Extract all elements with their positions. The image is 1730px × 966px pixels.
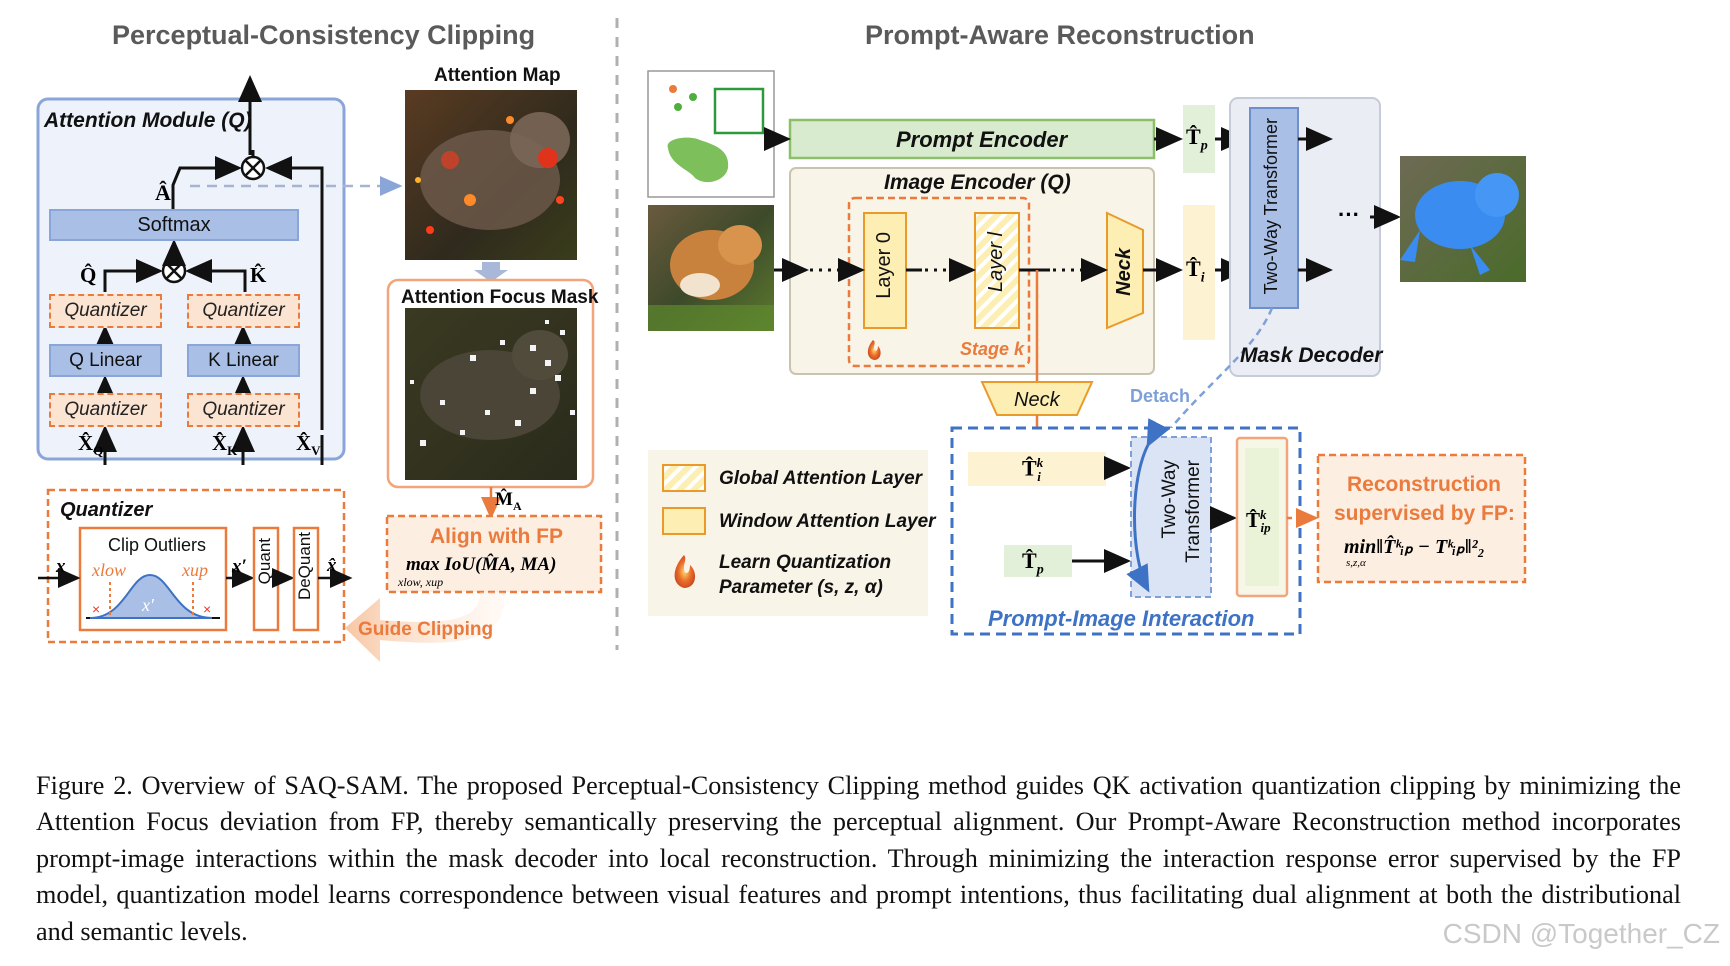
output-ellipsis: ··· <box>1338 202 1360 227</box>
watermark: CSDN @Together_CZ <box>1442 918 1720 949</box>
q-hat-label: Q̂ <box>80 263 97 287</box>
legend-global: Global Attention Layer <box>719 468 923 489</box>
x-up-label: xup <box>182 560 208 580</box>
clip-outliers-label: Clip Outliers <box>108 535 207 555</box>
dequant-block: DeQuant <box>295 532 314 601</box>
recon-subscript: s,z,α <box>1346 557 1366 569</box>
x-input-label: x <box>56 556 66 577</box>
quantizer-box-label: Quantizer <box>60 499 153 521</box>
left-panel-title: Perceptual-Consistency Clipping <box>112 20 536 50</box>
attention-map-label: Attention Map <box>434 65 561 86</box>
a-hat-label: Â <box>155 180 171 205</box>
recon-line1: Reconstruction <box>1347 473 1502 496</box>
q-linear-block: Q Linear <box>49 344 162 377</box>
attention-focus-mask-label: Attention Focus Mask <box>401 287 599 308</box>
t-p-lower-label: T̂p <box>1022 548 1044 578</box>
align-with-fp-title: Align with FP <box>430 525 563 548</box>
t-i-k-label: T̂ki <box>1022 455 1044 484</box>
k-linear-block: K Linear <box>187 344 300 377</box>
x-v-label: X̂V <box>296 431 321 459</box>
q-quantizer-top: Quantizer <box>49 294 162 328</box>
softmax-block: Softmax <box>49 209 299 241</box>
k-quantizer-top: Quantizer <box>187 294 300 328</box>
layer-l-block: Layer l <box>985 232 1007 293</box>
k-hat-label: K̂ <box>250 263 267 287</box>
recon-line2: supervised by FP: <box>1334 502 1515 525</box>
align-subscript: xlow, xup <box>398 575 444 589</box>
two-way-transformer-block: Two-Way Transformer <box>1261 118 1281 295</box>
k-quantizer-bottom: Quantizer <box>187 393 300 427</box>
right-panel-title: Prompt-Aware Reconstruction <box>865 20 1255 50</box>
x-k-label: X̂K <box>212 431 238 459</box>
prompt-image-interaction-label: Prompt-Image Interaction <box>988 606 1255 631</box>
two-way-line1: Two-Way <box>1159 460 1180 539</box>
figure-caption: Figure 2. Overview of SAQ-SAM. The propo… <box>36 771 1681 946</box>
detach-label: Detach <box>1130 386 1191 406</box>
t-i-label: T̂i <box>1186 256 1205 286</box>
guide-clipping-label: Guide Clipping <box>358 619 494 640</box>
prompt-encoder-block: Prompt Encoder <box>896 127 1068 152</box>
layer-0-block: Layer 0 <box>873 232 895 299</box>
m-a-hat-label: M̂A <box>495 489 522 513</box>
mask-decoder-label: Mask Decoder <box>1240 344 1383 367</box>
neck-lower-block: Neck <box>1014 389 1060 411</box>
neck-upper-block: Neck <box>1113 248 1135 296</box>
image-encoder-label: Image Encoder (Q) <box>884 171 1071 194</box>
x-hat-output-label: x̂ <box>327 555 337 576</box>
x-prime-inner-label: x′ <box>142 595 154 615</box>
align-formula: max IoU(M̂A, MA) <box>406 554 557 575</box>
recon-formula: min‖T̂ᵏᵢₚ − Tᵏᵢₚ‖²₂ <box>1344 536 1485 558</box>
svg-text:×: × <box>92 601 100 617</box>
t-p-label: T̂p <box>1186 124 1208 154</box>
stage-k-label: Stage k <box>960 339 1025 359</box>
x-low-label: xlow <box>92 560 126 580</box>
two-way-line2: Transformer <box>1183 460 1204 563</box>
legend-learn-line2: Parameter (s, z, α) <box>719 577 883 598</box>
x-q-label: X̂Q <box>78 431 104 459</box>
legend-window: Window Attention Layer <box>719 511 936 532</box>
attention-module-label: Attention Module (Q) <box>44 109 252 132</box>
t-ip-k-label: T̂kip <box>1246 507 1271 536</box>
legend-learn-line1: Learn Quantization <box>719 552 892 573</box>
q-quantizer-bottom: Quantizer <box>49 393 162 427</box>
svg-text:×: × <box>203 601 211 617</box>
quant-block: Quant <box>255 538 274 585</box>
x-prime-label: x′ <box>232 556 247 577</box>
